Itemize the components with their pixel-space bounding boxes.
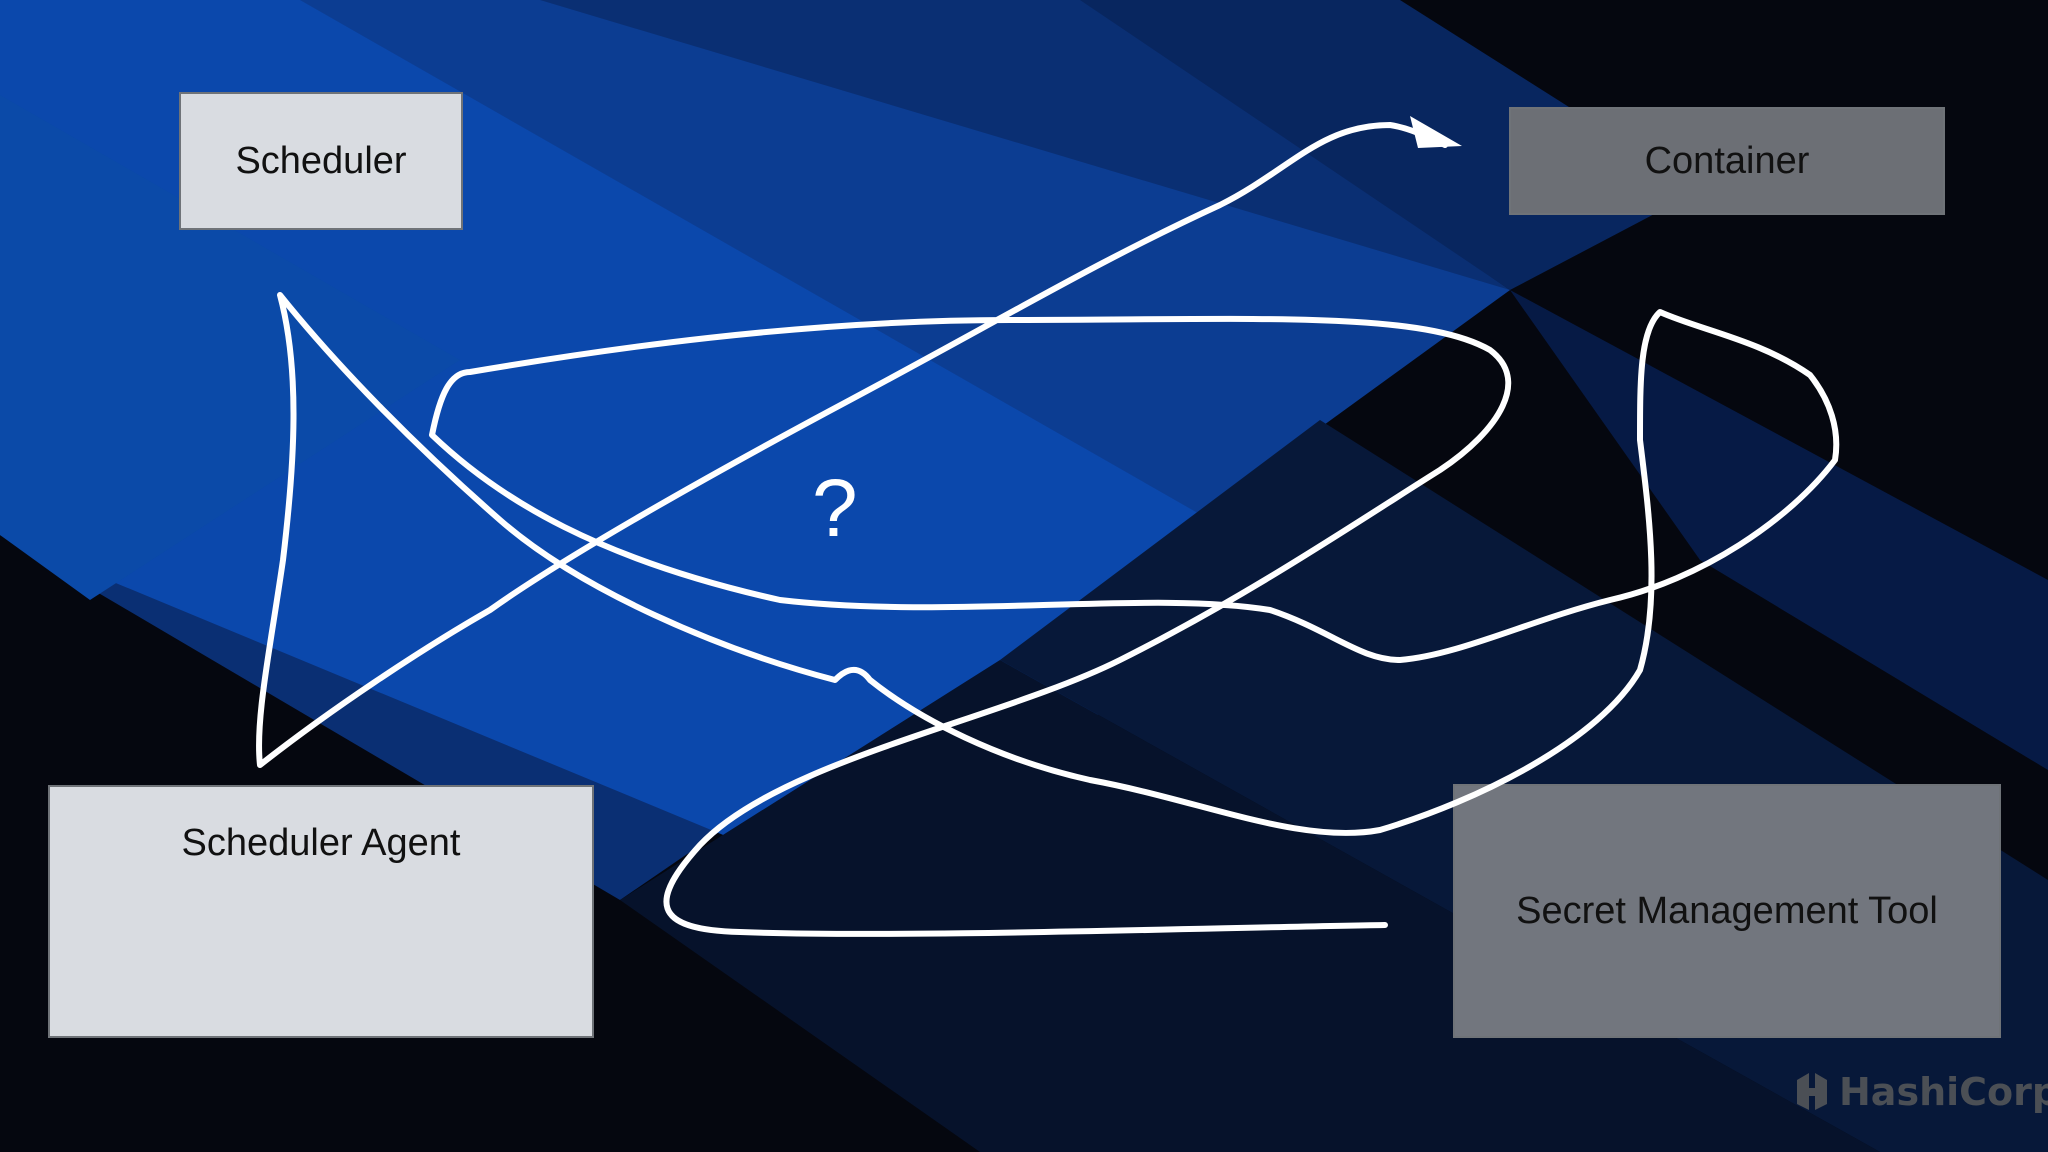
scheduler-label: Scheduler [235, 139, 407, 182]
scheduler-agent-box: Scheduler Agent [48, 785, 594, 1038]
scribble-line [256, 122, 1840, 937]
arrowhead-icon [1410, 116, 1462, 148]
question-mark: ? [812, 463, 858, 554]
hashicorp-logo-icon [1797, 1073, 1827, 1110]
scheduler-agent-label: Scheduler Agent [181, 822, 461, 864]
secret-management-tool-box: Secret Management Tool [1453, 784, 2001, 1038]
container-box: Container [1509, 107, 1945, 215]
container-label: Container [1644, 139, 1810, 182]
secret-management-tool-label: Secret Management Tool [1516, 889, 1938, 932]
scheduler-box: Scheduler [179, 92, 463, 230]
hashicorp-logo: HashiCorp [1791, 1070, 2048, 1114]
hashicorp-logo-text: HashiCorp [1839, 1070, 2048, 1114]
